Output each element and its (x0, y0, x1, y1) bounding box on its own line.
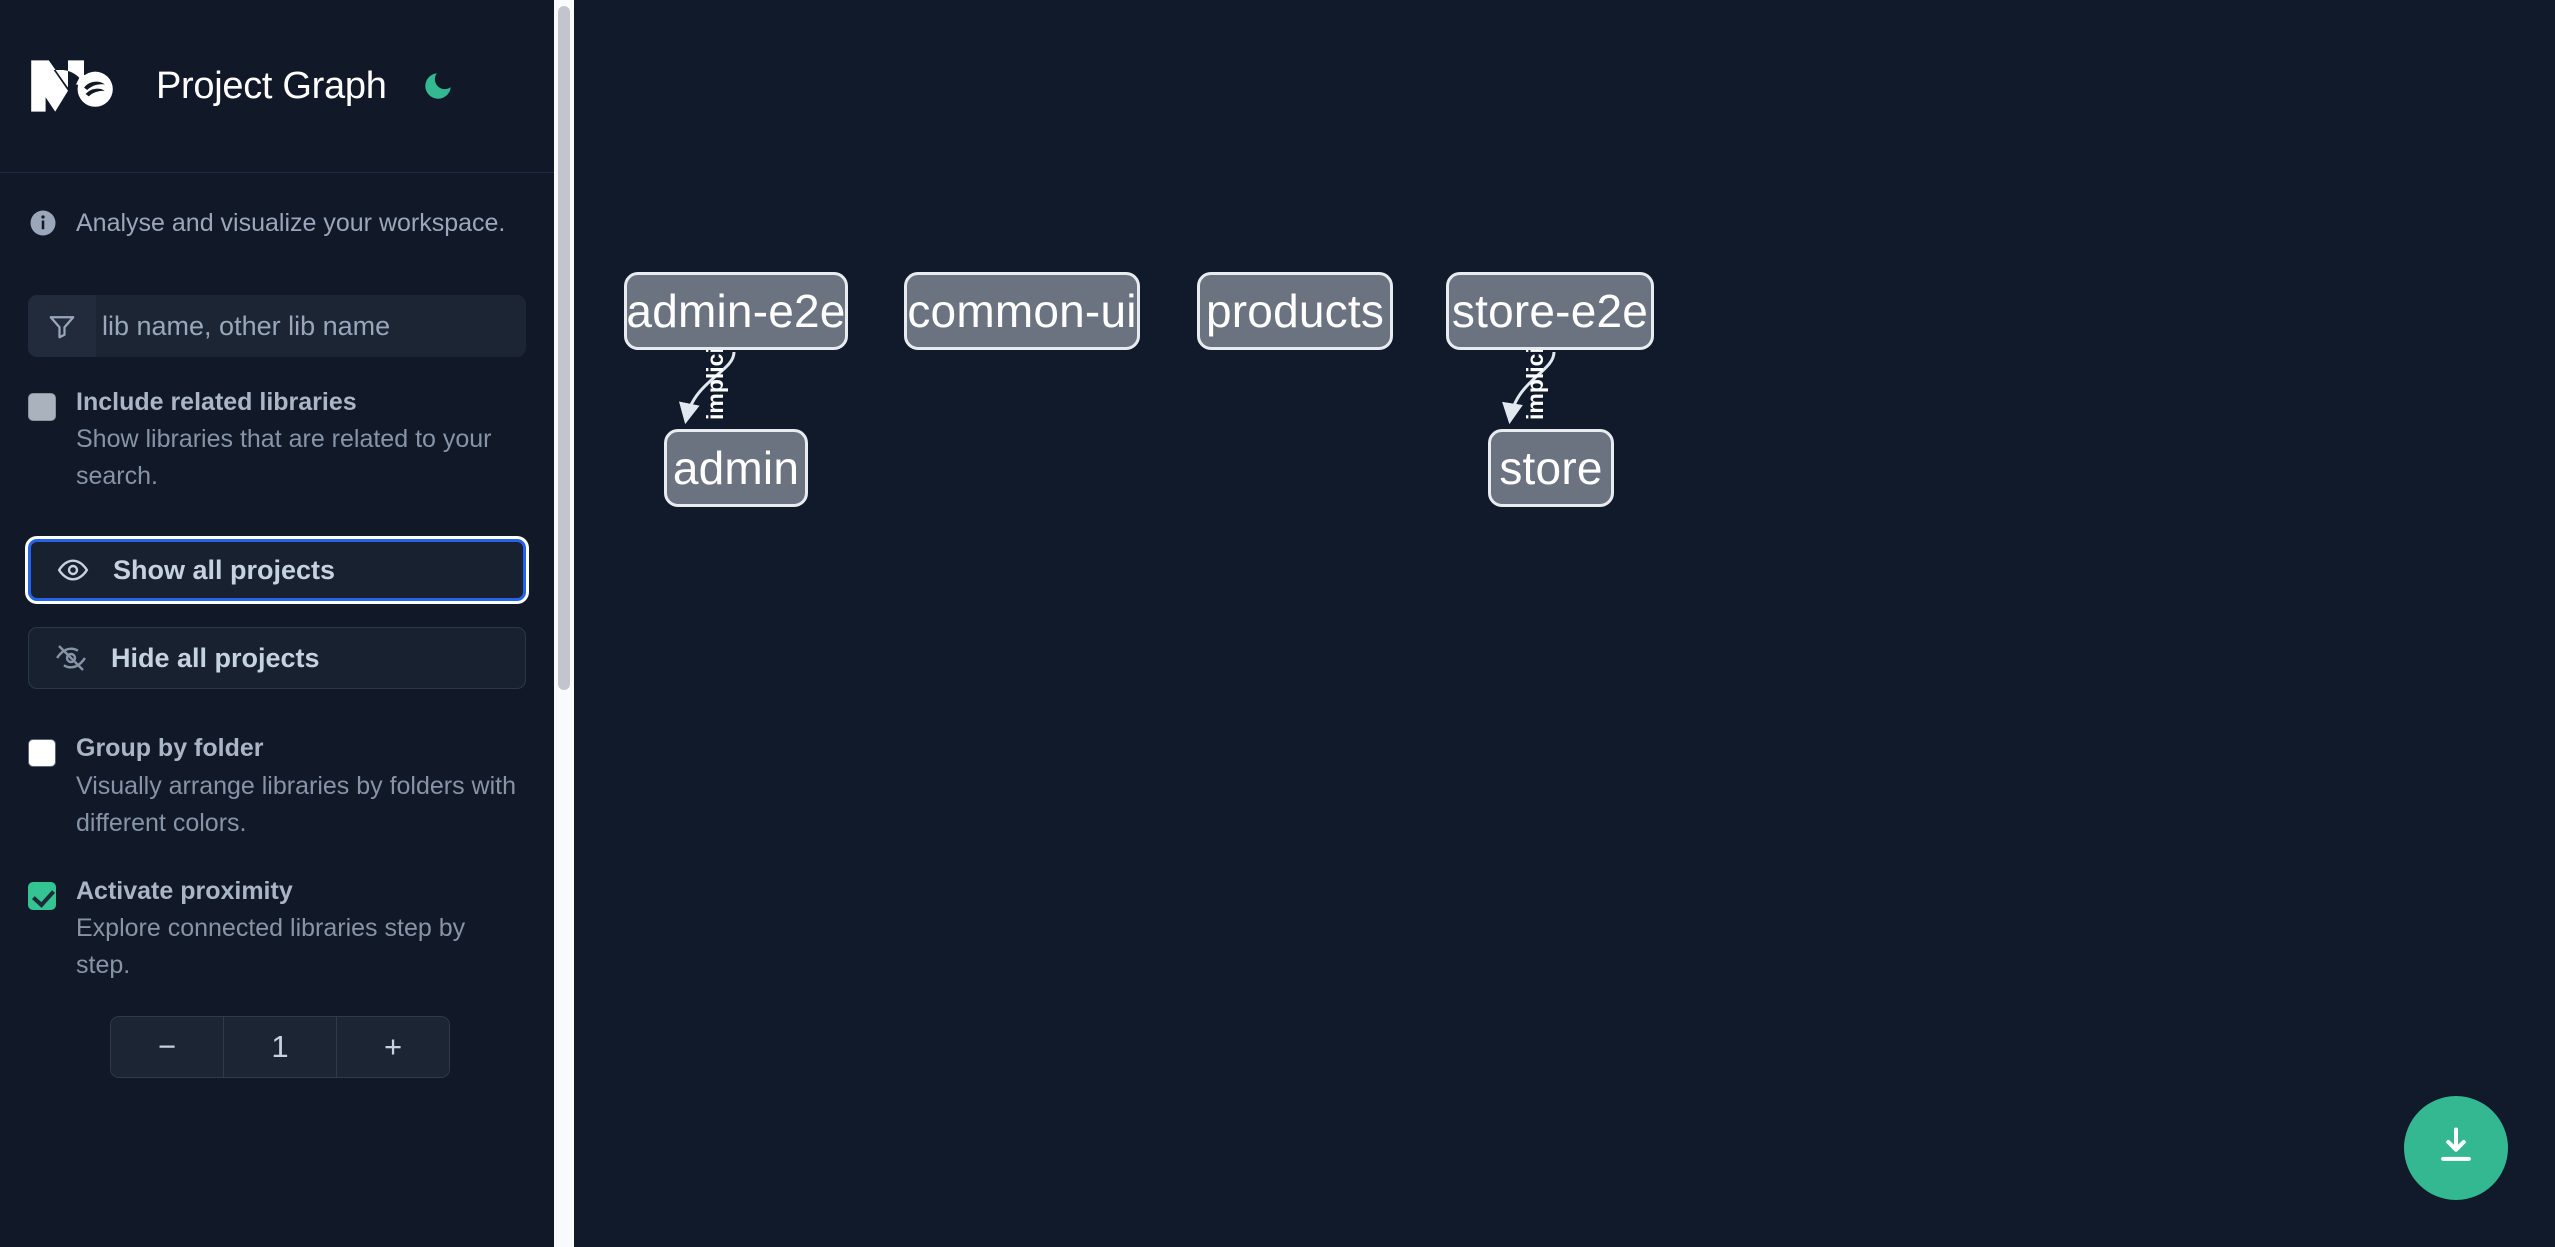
download-icon (2434, 1124, 2478, 1173)
graph-node-admin-e2e[interactable]: admin-e2e (624, 272, 848, 350)
option-description: Show libraries that are related to your … (76, 425, 492, 491)
include-related-libraries-checkbox[interactable] (28, 393, 56, 421)
graph-node-store[interactable]: store (1488, 429, 1614, 507)
info-icon (28, 208, 58, 238)
graph-node-products[interactable]: products (1197, 272, 1393, 350)
graph-node-admin[interactable]: admin (664, 429, 808, 507)
eye-off-icon (55, 641, 89, 675)
option-title: Group by folder (76, 734, 264, 763)
info-banner: Analyse and visualize your workspace. (0, 173, 554, 273)
option-description: Visually arrange libraries by folders wi… (76, 771, 517, 837)
proximity-stepper[interactable]: − 1 + (110, 1015, 450, 1078)
download-button[interactable] (2404, 1096, 2508, 1200)
graph-canvas[interactable]: implicit implicit admin-e2e admin common… (554, 0, 2555, 1247)
activate-proximity-checkbox[interactable] (28, 881, 56, 910)
option-include-related-libraries[interactable]: Include related libraries Show libraries… (28, 387, 526, 495)
graph-node-common-ui[interactable]: common-ui (904, 272, 1140, 350)
search-input[interactable] (96, 295, 526, 357)
option-group-by-folder[interactable]: Group by folder Visually arrange librari… (28, 733, 526, 841)
stepper-decrement-button[interactable]: − (111, 1016, 223, 1077)
show-all-projects-label: Show all projects (113, 554, 336, 585)
info-text: Analyse and visualize your workspace. (76, 208, 506, 237)
stepper-value: 1 (223, 1016, 337, 1077)
moon-icon[interactable] (417, 65, 459, 107)
edge-label-implicit: implicit (702, 339, 728, 420)
nx-logo (28, 53, 124, 119)
option-activate-proximity[interactable]: Activate proximity Explore connected lib… (28, 876, 526, 984)
scrollbar-thumb[interactable] (558, 6, 570, 690)
hide-all-projects-label: Hide all projects (111, 642, 320, 673)
hide-all-projects-button[interactable]: Hide all projects (28, 627, 526, 690)
group-by-folder-checkbox[interactable] (28, 739, 56, 768)
option-title: Include related libraries (76, 388, 357, 416)
graph-node-store-e2e[interactable]: store-e2e (1446, 272, 1654, 350)
sidebar-header: Project Graph (0, 0, 554, 173)
sidebar: Project Graph Analyse and visualize your… (0, 0, 554, 1247)
sidebar-scrollbar[interactable] (554, 0, 574, 1247)
filter-icon (28, 295, 96, 357)
option-description: Explore connected libraries step by step… (76, 913, 466, 979)
graph-edges (679, 351, 1556, 425)
eye-icon (57, 553, 91, 587)
edge-label-implicit: implicit (1522, 339, 1548, 420)
stepper-increment-button[interactable]: + (337, 1016, 449, 1077)
show-all-projects-button[interactable]: Show all projects (28, 539, 526, 602)
page-title: Project Graph (156, 64, 387, 107)
search-field[interactable] (28, 295, 526, 357)
option-title: Activate proximity (76, 876, 293, 905)
